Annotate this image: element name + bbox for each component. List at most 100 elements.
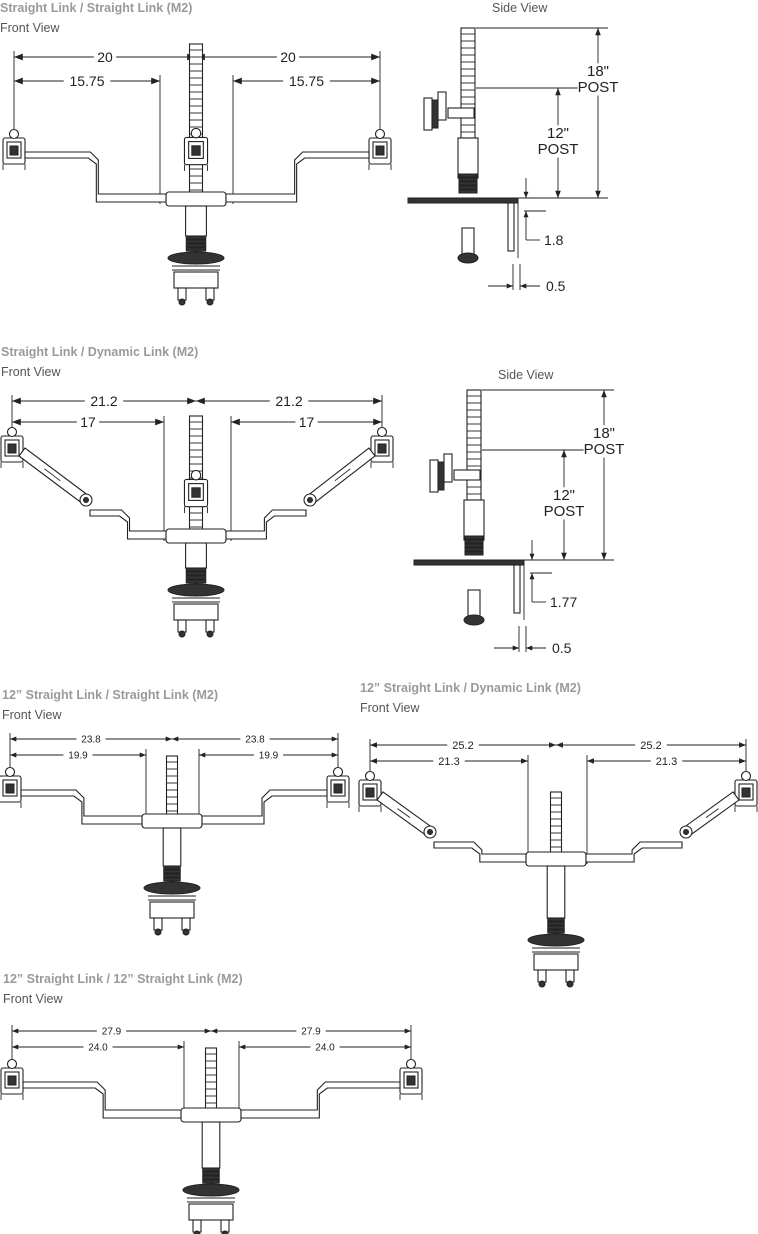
- label-bg: [433, 755, 465, 768]
- side-arm: [453, 469, 481, 481]
- side-view-2-clamp-gap: 0.5: [552, 640, 572, 656]
- arrowhead: [10, 736, 17, 742]
- vesa-knob: [377, 443, 387, 454]
- collar-grip: [185, 579, 207, 584]
- collar-grip: [547, 921, 565, 926]
- arm-slot: [44, 468, 61, 482]
- front-view-1-dim-inner-right: 15.75: [289, 73, 324, 89]
- side-clamp-plate: [507, 202, 515, 252]
- clamp-screw: [220, 1219, 230, 1233]
- vesa-knob: [333, 783, 343, 794]
- arrowhead: [521, 758, 528, 764]
- arrowhead: [529, 553, 535, 560]
- side-view-1-clamp-gap: 0.5: [546, 278, 566, 294]
- straight-link-arm: [201, 789, 328, 825]
- elbow-pin: [683, 829, 689, 835]
- label-bg: [283, 74, 330, 90]
- arrowhead: [523, 211, 529, 218]
- desk-base: [182, 1183, 240, 1197]
- clamp-screw: [205, 287, 215, 301]
- arrowhead: [12, 1044, 19, 1050]
- front-view-4-dim-outer-right: 25.2: [640, 740, 661, 752]
- arrowhead: [331, 736, 338, 742]
- section-5-subtitle: Front View: [3, 992, 63, 1006]
- label-bg: [296, 1026, 326, 1037]
- label-bg: [295, 415, 318, 431]
- clamp-screw: [192, 1219, 202, 1233]
- label-bg: [63, 74, 111, 90]
- arrowhead: [10, 752, 17, 758]
- side-view-1-short-post: 12": [547, 125, 569, 142]
- label-bg: [76, 415, 100, 431]
- side-arm: [447, 107, 475, 119]
- clamp-knob: [178, 630, 186, 638]
- vesa-knob: [191, 487, 201, 498]
- straight-link-arm: [24, 151, 167, 203]
- collar-grip: [547, 929, 565, 934]
- clamp-knob: [178, 298, 186, 306]
- label-bg: [543, 503, 585, 520]
- side-collar: [463, 499, 485, 541]
- collar-grip: [202, 1179, 220, 1184]
- clamp-body: [173, 271, 219, 289]
- straight-link-arm: [240, 1081, 401, 1119]
- clamp-body: [533, 953, 579, 971]
- label-bg: [581, 63, 615, 80]
- arrowhead: [12, 1028, 19, 1034]
- collar-grip: [547, 917, 565, 922]
- label-bg: [240, 734, 270, 745]
- arrowhead: [595, 28, 601, 36]
- arrowhead: [549, 742, 556, 748]
- tilt-knob: [190, 469, 202, 481]
- arrowhead: [373, 397, 382, 405]
- collar-grip: [185, 571, 207, 576]
- straight-link-arm: [22, 1081, 182, 1119]
- side-clamp-knob: [463, 614, 485, 626]
- side-view-1-short-post: POST: [538, 141, 579, 158]
- clamp-screw: [177, 619, 187, 633]
- straight-link-arm: [225, 151, 370, 203]
- arrowhead: [172, 736, 179, 742]
- desk-base: [167, 583, 225, 597]
- front-view-5: 27.924.027.924.0: [0, 1025, 423, 1234]
- side-view-2-clamp-height: 1.77: [550, 594, 577, 610]
- desk-base: [527, 933, 585, 947]
- post: [165, 755, 179, 821]
- arm-slot: [397, 808, 411, 818]
- front-view-5-dim-inner-right: 24.0: [315, 1043, 335, 1054]
- tilt-knob: [405, 1058, 417, 1070]
- section-2-side-title: Side View: [498, 368, 554, 382]
- front-view-2-dim-inner-right: 17: [299, 414, 315, 430]
- clamp-screw: [205, 619, 215, 633]
- post: [549, 791, 563, 859]
- vesa-knob: [406, 1075, 416, 1086]
- arrowhead: [739, 758, 746, 764]
- arm-hub: [180, 1107, 242, 1123]
- collar-grip: [185, 247, 207, 252]
- desk-base: [167, 251, 225, 265]
- vesa-knob: [5, 783, 15, 794]
- arrowhead: [373, 418, 382, 426]
- side-view-1-clamp-height: 1.8: [544, 232, 564, 248]
- arrowhead: [526, 645, 533, 651]
- arrowhead: [371, 77, 380, 85]
- side-desk-top: [413, 559, 525, 566]
- label-bg: [635, 739, 667, 752]
- post-collar: [162, 827, 182, 867]
- arrowhead: [561, 552, 567, 560]
- front-view-3-dim-outer-left: 23.8: [81, 735, 101, 746]
- arrowhead: [199, 752, 206, 758]
- collar-grip: [163, 873, 181, 878]
- post-collar: [185, 542, 207, 569]
- front-view-1-dim-outer-right: 20: [280, 49, 296, 65]
- side-collar-grip: [464, 539, 484, 544]
- collar-grip: [202, 1175, 220, 1180]
- clamp-knob: [193, 1230, 201, 1234]
- front-view-1-dim-inner-left: 15.75: [69, 73, 104, 89]
- clamp-body: [173, 603, 219, 621]
- tilt-knob: [374, 128, 386, 140]
- arrowhead: [196, 397, 205, 405]
- side-monitor-mount: [431, 99, 439, 129]
